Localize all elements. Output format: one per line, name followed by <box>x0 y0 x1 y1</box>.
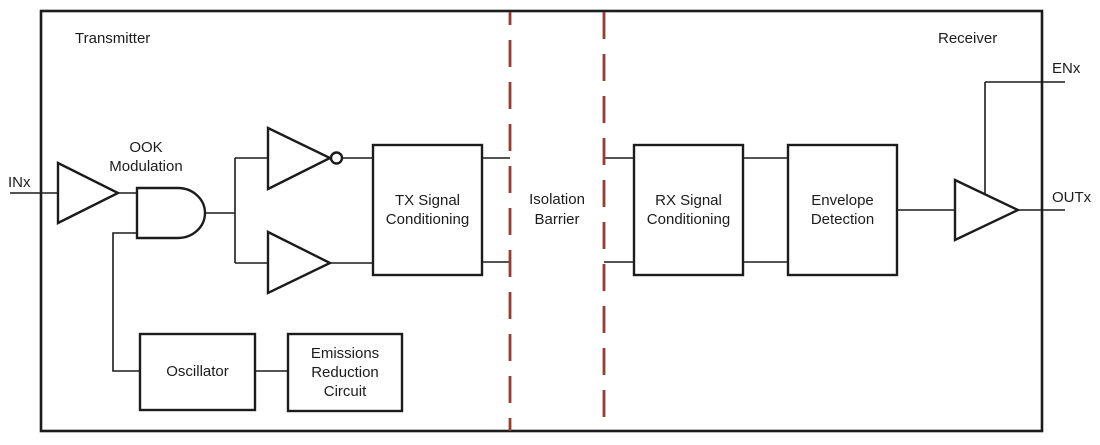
receiver-label: Receiver <box>938 30 998 47</box>
tx-signal-conditioning-label: TX Signal Conditioning <box>373 145 482 275</box>
emissions-line2: Reduction <box>311 364 379 381</box>
transmitter-label: Transmitter <box>75 30 151 47</box>
inx-pin-label: INx <box>8 174 31 191</box>
envelope-detection-label: Envelope Detection <box>788 145 897 275</box>
enx-pin-label: ENx <box>1052 60 1081 77</box>
emissions-reduction-label: Emissions Reduction Circuit <box>288 334 402 411</box>
envelope-detection-line2: Detection <box>810 211 875 228</box>
ook-modulation-line1: OOK <box>129 139 163 156</box>
ook-modulation-line2: Modulation <box>109 158 183 175</box>
ook-modulation-label: OOK Modulation <box>86 138 206 176</box>
isolation-barrier-line2: Barrier <box>534 211 580 228</box>
noninverting-buffer-triangle <box>266 230 333 295</box>
output-buffer-triangle <box>953 178 1021 242</box>
oscillator-text: Oscillator <box>166 363 229 381</box>
inverter-triangle <box>266 126 333 191</box>
chip-boundary <box>39 9 1044 433</box>
isolation-barrier-line1: Isolation <box>529 191 585 208</box>
inverter-bubble <box>329 151 344 165</box>
wire-and-lower-input-to-oscillator <box>112 232 140 372</box>
tx-signal-line2: Conditioning <box>385 211 470 228</box>
rx-signal-line1: RX Signal <box>655 191 722 209</box>
rx-signal-line2: Conditioning <box>646 211 731 228</box>
tx-signal-conditioning-box <box>371 143 484 277</box>
emissions-line3: Circuit <box>323 383 367 400</box>
rx-signal-conditioning-box <box>632 143 745 277</box>
outx-pin-label: OUTx <box>1052 189 1092 206</box>
input-buffer-triangle <box>56 161 121 225</box>
emissions-reduction-box <box>286 332 404 413</box>
oscillator-box <box>138 332 257 412</box>
tx-signal-line1: TX Signal <box>394 191 461 209</box>
isolation-barrier-label: Isolation Barrier <box>509 190 605 230</box>
envelope-detection-line1: Envelope <box>811 191 874 209</box>
emissions-line1: Emissions <box>310 345 380 362</box>
and-gate <box>135 186 207 240</box>
envelope-detection-box <box>786 143 899 277</box>
oscillator-label: Oscillator <box>140 334 255 410</box>
rx-signal-conditioning-label: RX Signal Conditioning <box>634 145 743 275</box>
